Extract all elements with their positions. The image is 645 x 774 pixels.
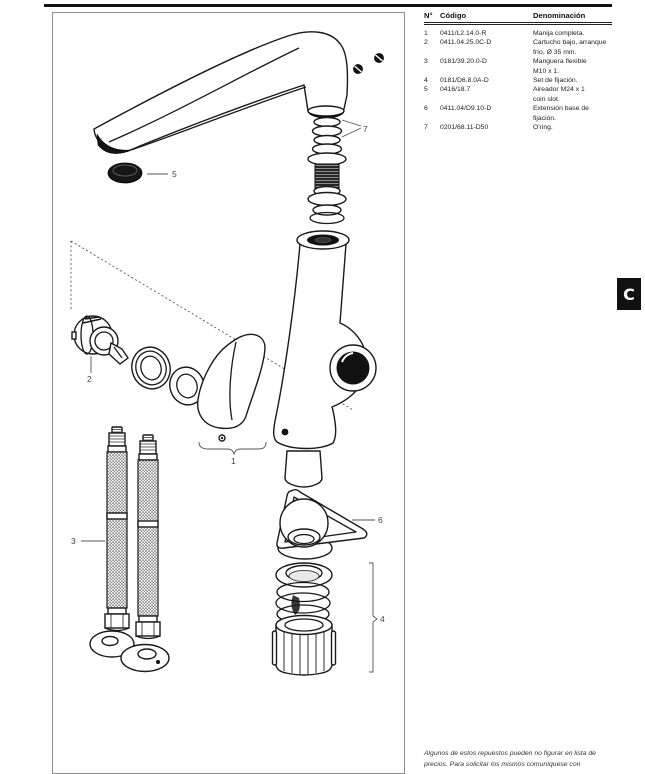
cell-codigo: 0416/18.7 — [440, 86, 471, 94]
cell-no: 4 — [424, 77, 428, 85]
callout-6-label: 6 — [378, 515, 383, 525]
cartridge — [71, 315, 129, 365]
callout-7-label: 7 — [363, 124, 368, 134]
washers — [89, 630, 170, 673]
parts-table-header: N° Código Denominación — [424, 10, 612, 21]
callout-2-label: 2 — [87, 374, 92, 384]
col-header-denominacion: Denominación — [533, 11, 586, 20]
callout-4-label: 4 — [380, 614, 385, 624]
cell-no: 1 — [424, 30, 428, 37]
cell-no: 7 — [424, 124, 428, 132]
cell-codigo: 0181/39.20.0-D — [440, 58, 487, 66]
cell-codigo: 0181/D6.8.0A-D — [440, 77, 489, 85]
callout-5-label: 5 — [172, 169, 177, 179]
screw-icons — [353, 53, 384, 74]
cell-denominacion: Set de fijación. — [533, 77, 578, 85]
retainer-ring — [131, 346, 171, 390]
footnote: Algunos de estos repuestos pueden no fig… — [424, 749, 624, 771]
cell-denominacion: O'ring. — [533, 124, 553, 132]
table-row: 3 0181/39.20.0-D Manguera flexible M10 x… — [424, 57, 612, 76]
spout-base-opening — [307, 110, 345, 119]
diagram-frame: 7 5 — [52, 12, 405, 774]
table-row: 4 0181/D6.8.0A-D Set de fijación. — [424, 76, 612, 85]
callout-2: 2 — [87, 356, 92, 384]
body-bottom-shank — [284, 450, 323, 488]
faucet-body — [272, 230, 377, 488]
cell-no: 2 — [424, 39, 428, 47]
cell-no: 3 — [424, 58, 428, 66]
section-tab-c: C — [617, 278, 641, 310]
cell-no: 6 — [424, 105, 428, 113]
fixing-set — [271, 562, 337, 676]
cell-denominacion: Extensión base de fijación. — [533, 105, 589, 122]
callout-3: 3 — [71, 536, 105, 546]
callout-7: 7 — [341, 119, 368, 138]
table-row: 2 0411.04.25.0C-D Cartucho bajo, arranqu… — [424, 38, 612, 57]
body-screw-dot — [281, 428, 289, 436]
callout-6: 6 — [352, 515, 383, 525]
spout-tip-opening — [96, 133, 132, 154]
cell-codigo: 0411.04.25.0C-D — [440, 39, 492, 47]
cell-denominacion: Cartucho bajo, arranque frío, Ø 35 mm. — [533, 39, 607, 56]
extension-base — [276, 489, 368, 560]
cell-codigo: 0411.04/D9.10-D — [440, 105, 492, 113]
col-header-codigo: Código — [440, 11, 467, 20]
callout-1: 1 — [198, 441, 267, 466]
cell-no: 5 — [424, 86, 428, 94]
cell-codigo: 0411/L2.14.0-R — [440, 30, 487, 37]
cell-denominacion: Aireador M24 x 1 coin slot. — [533, 86, 585, 103]
callout-3-label: 3 — [71, 536, 76, 546]
cell-codigo: 0201/68.11-D50 — [440, 124, 489, 132]
table-row: 6 0411.04/D9.10-D Extensión base de fija… — [424, 104, 612, 123]
spout — [93, 31, 349, 154]
flexible-hose-left — [104, 426, 130, 632]
footnote-line-1: Algunos de estos repuestos pueden no fig… — [424, 750, 596, 757]
table-row: 5 0416/18.7 Aireador M24 x 1 coin slot. — [424, 85, 612, 104]
faucet-exploded-diagram: 7 5 — [70, 31, 385, 676]
page-top-rule — [44, 4, 612, 7]
cell-denominacion: Manguera flexible M10 x 1. — [533, 58, 587, 75]
header-rule — [424, 22, 612, 25]
callout-4: 4 — [369, 562, 385, 673]
table-row: 1 0411/L2.14.0-R Manija completa. — [424, 29, 612, 38]
parts-table: N° Código Denominación 1 0411/L2.14.0-R … — [424, 10, 612, 132]
callout-5: 5 — [147, 169, 177, 179]
callout-1-label: 1 — [231, 456, 236, 466]
aerator — [107, 162, 143, 184]
cell-denominacion: Manija completa. — [533, 30, 585, 37]
flexible-hose-right — [135, 434, 161, 640]
handle-lever — [197, 333, 266, 442]
table-row: 7 0201/68.11-D50 O'ring. — [424, 123, 612, 132]
col-header-no: N° — [424, 11, 433, 20]
oring-stack — [307, 116, 347, 225]
footnote-line-2: precios. Para solicitar los mismos comun… — [424, 760, 581, 768]
